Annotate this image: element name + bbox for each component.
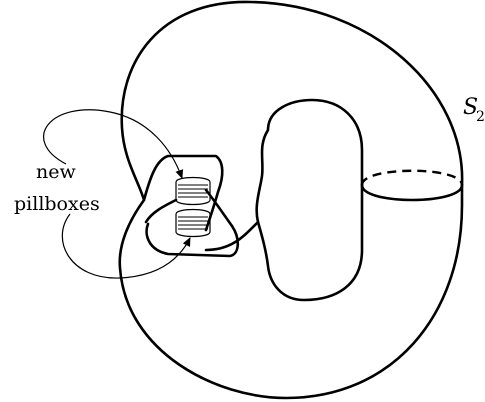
arrow-to-lower-pillbox — [61, 213, 191, 279]
upper-pillbox — [175, 176, 211, 206]
lower-pillbox-loop — [145, 188, 240, 258]
label-pillboxes: pillboxes — [14, 193, 100, 215]
front-strand — [144, 198, 178, 224]
label-surface-subscript: 2 — [476, 109, 485, 125]
inner-hole-outline — [255, 98, 364, 302]
pillbox-hatching — [178, 184, 208, 230]
arrow-to-upper-pillbox — [43, 109, 184, 179]
handle-cross-section-front — [360, 183, 464, 202]
label-surface-symbol: S — [463, 95, 478, 120]
handle-cross-section-back — [360, 169, 464, 186]
upper-pillbox-loop — [142, 154, 224, 232]
label-new: new — [36, 161, 76, 183]
lower-pillbox — [175, 208, 211, 238]
